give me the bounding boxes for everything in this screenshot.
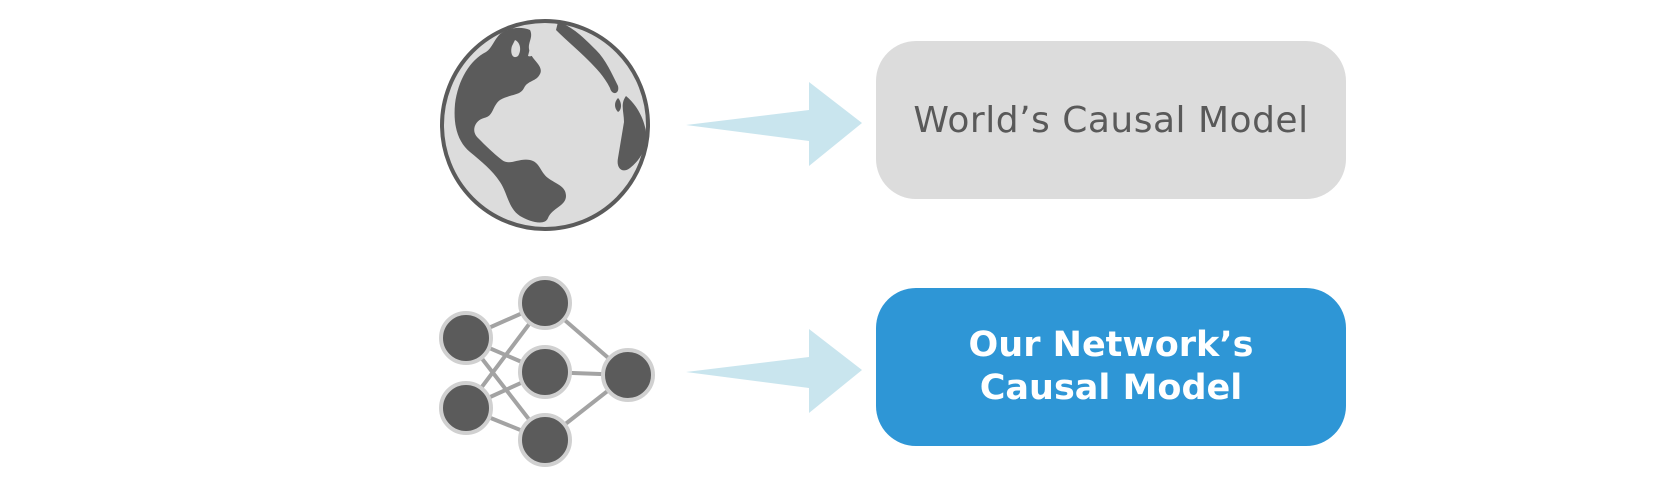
network-label-line-1: Our Network’s [968, 325, 1254, 365]
output-node [601, 348, 655, 402]
arrow-world [686, 82, 862, 166]
world-causal-model-box: World’s Causal Model [876, 41, 1346, 199]
hidden-node-3 [518, 413, 572, 467]
hidden-node-2 [518, 345, 572, 399]
network-causal-model-box: Our Network’s Causal Model [876, 288, 1346, 446]
globe-icon [440, 19, 650, 231]
network-causal-model-label: Our Network’s Causal Model [969, 324, 1254, 410]
world-causal-model-label: World’s Causal Model [913, 99, 1309, 141]
arrow-network [686, 329, 862, 413]
input-node-2 [439, 381, 493, 435]
neural-network-icon [439, 276, 655, 467]
network-label-line-2: Causal Model [979, 368, 1243, 408]
input-node-1 [439, 311, 493, 365]
hidden-node-1 [518, 276, 572, 330]
